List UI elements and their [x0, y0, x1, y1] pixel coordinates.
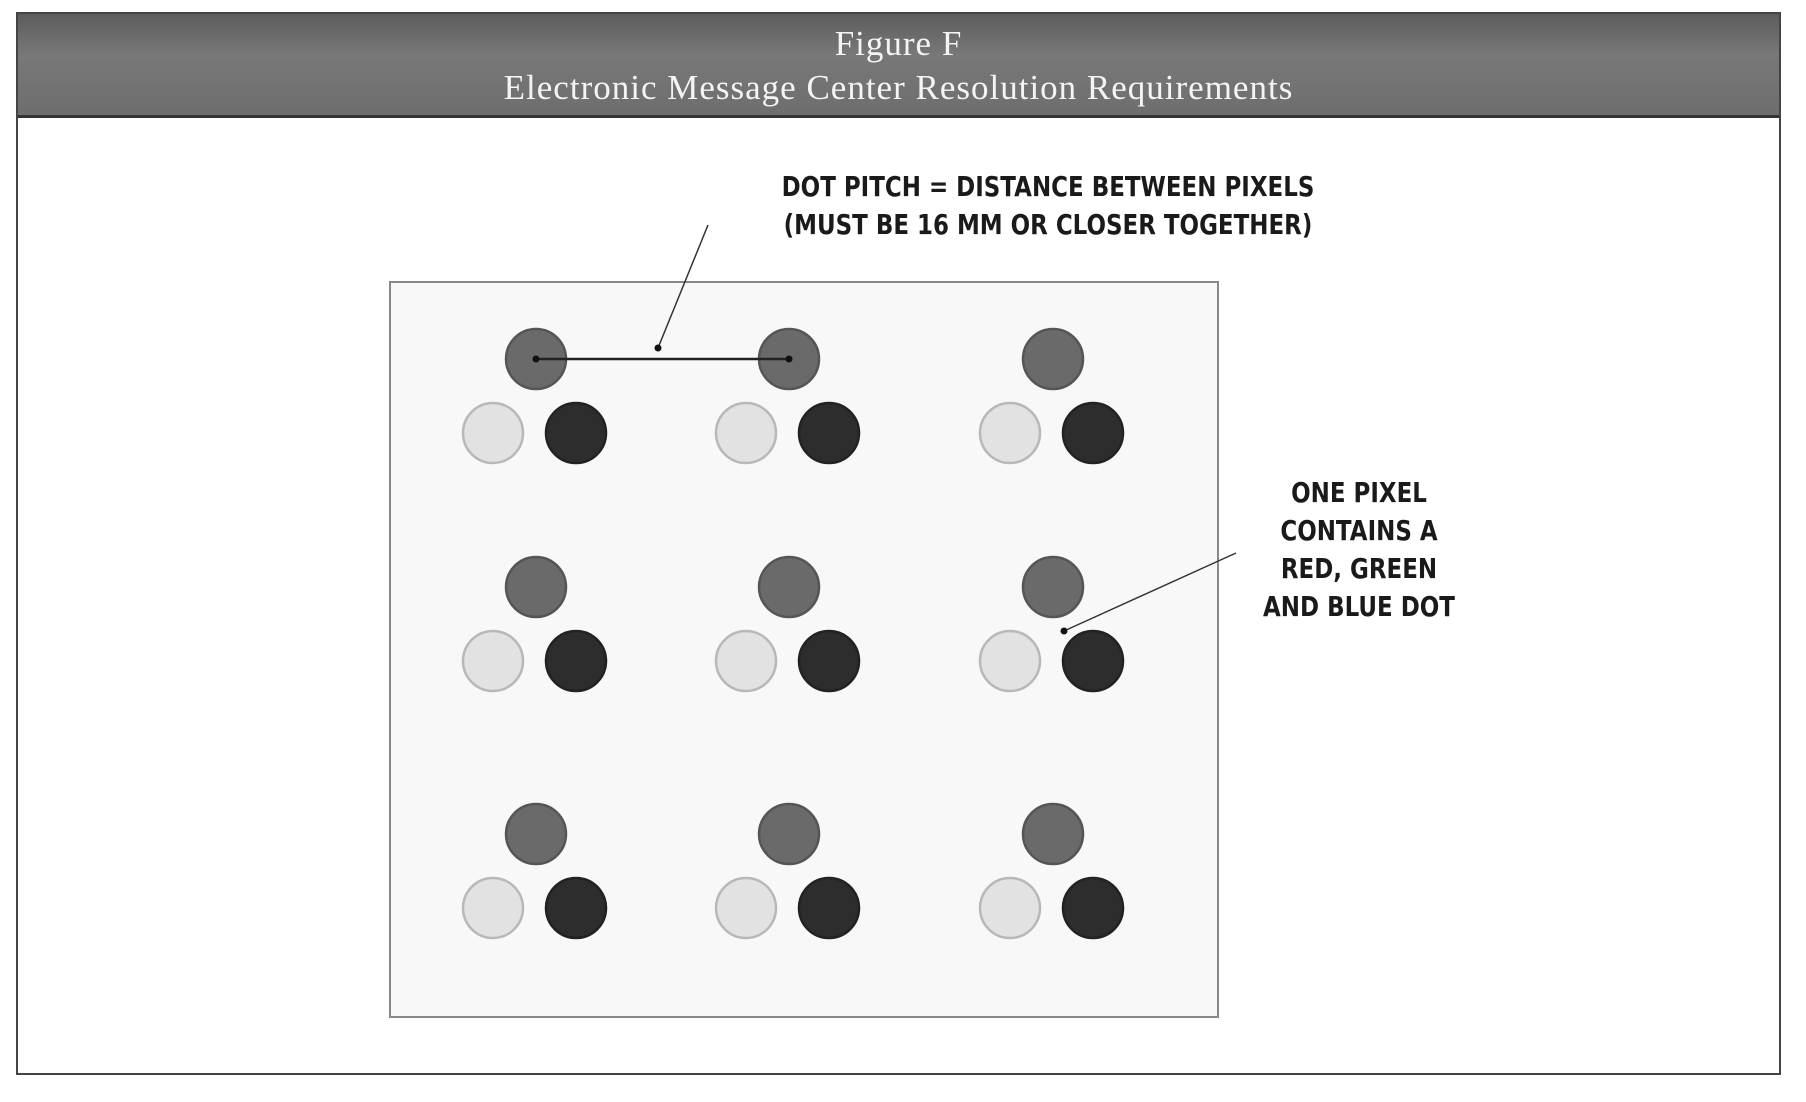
- pixel: [978, 802, 1125, 940]
- figure-header: Figure F Electronic Message Center Resol…: [18, 14, 1779, 118]
- pixel: [714, 555, 861, 693]
- pitch-endpoint: [532, 355, 540, 363]
- callout-line: DOT PITCH = DISTANCE BETWEEN PIXELS: [781, 170, 1315, 203]
- blue-dot: [797, 629, 861, 693]
- callout-line: ONE PIXEL: [1291, 476, 1427, 509]
- pixel-callout: ONE PIXEL CONTAINS A RED, GREEN AND BLUE…: [1195, 474, 1523, 626]
- pointer-tip: [1060, 627, 1068, 635]
- blue-dot: [544, 629, 608, 693]
- dot-pitch-pointer: [657, 224, 709, 349]
- callout-line: AND BLUE DOT: [1263, 590, 1455, 623]
- pitch-endpoint: [785, 355, 793, 363]
- green-dot: [714, 629, 778, 693]
- red-dot: [504, 555, 568, 619]
- figure-title: Electronic Message Center Resolution Req…: [503, 68, 1294, 107]
- callout-line: (MUST BE 16 MM OR CLOSER TOGETHER): [783, 208, 1313, 241]
- blue-dot: [544, 876, 608, 940]
- pixel: [461, 555, 608, 693]
- red-dot: [1021, 327, 1085, 391]
- pixel: [978, 555, 1125, 693]
- green-dot: [978, 401, 1042, 465]
- pixel: [461, 802, 608, 940]
- blue-dot: [1061, 401, 1125, 465]
- green-dot: [714, 401, 778, 465]
- green-dot: [461, 629, 525, 693]
- red-dot: [504, 802, 568, 866]
- callout-line: CONTAINS A: [1280, 514, 1438, 547]
- red-dot: [1021, 555, 1085, 619]
- callout-line: RED, GREEN: [1280, 552, 1438, 585]
- blue-dot: [797, 876, 861, 940]
- pixel: [978, 327, 1125, 465]
- red-dot: [1021, 802, 1085, 866]
- green-dot: [978, 629, 1042, 693]
- red-dot: [757, 555, 821, 619]
- blue-dot: [1061, 629, 1125, 693]
- green-dot: [978, 876, 1042, 940]
- dot-pitch-callout: DOT PITCH = DISTANCE BETWEEN PIXELS (MUS…: [638, 168, 1458, 244]
- red-dot: [757, 802, 821, 866]
- blue-dot: [544, 401, 608, 465]
- green-dot: [461, 401, 525, 465]
- pixel-pointer: [1063, 552, 1237, 632]
- pixel: [714, 802, 861, 940]
- green-dot: [461, 876, 525, 940]
- blue-dot: [797, 401, 861, 465]
- pointer-tip: [654, 344, 662, 352]
- figure-label: Figure F: [834, 24, 963, 63]
- green-dot: [714, 876, 778, 940]
- blue-dot: [1061, 876, 1125, 940]
